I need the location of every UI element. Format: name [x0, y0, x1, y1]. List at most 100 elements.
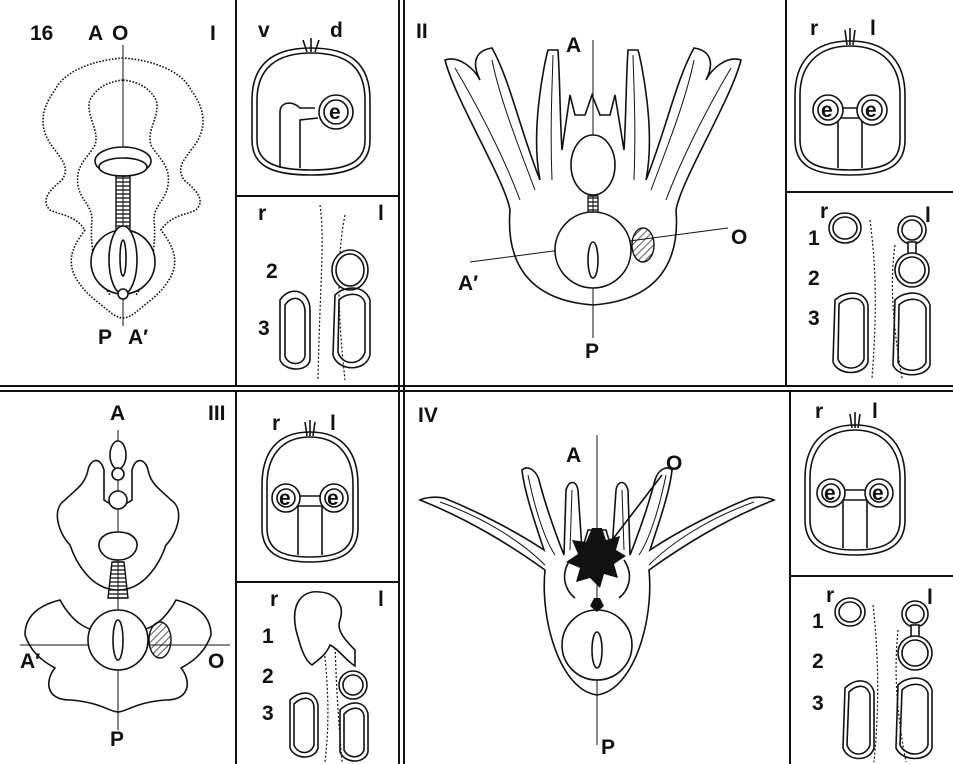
inset-IV-top-label-l: l [872, 400, 878, 423]
inset-IV-bot-cell-r3-in [847, 686, 870, 754]
inset-I-bot-cell-small [332, 250, 368, 290]
inset-IV-top-groove [843, 490, 867, 548]
inset-II-top-label-e-left: e [821, 99, 833, 122]
panel-III-inset-top: r l e e [262, 412, 358, 562]
inset-III-top-groove [298, 496, 322, 555]
inset-IV-bot-num-1: 1 [812, 610, 824, 633]
inset-II-bot-num-3: 3 [808, 307, 820, 330]
panel-III-hatched-organ [149, 622, 171, 658]
panel-II-label-P: P [585, 340, 599, 363]
inset-III-bot-dots-left [323, 640, 328, 762]
inset-IV-bot-num-2: 2 [812, 650, 824, 673]
panel-I-main: 16 I A O P A′ [30, 22, 216, 349]
inset-III-bot-cell-fused [295, 592, 355, 666]
panel-I-label-A: A [88, 22, 103, 45]
inset-I-bot-dots-left [318, 205, 322, 380]
inset-IV-bot-cell-l3-in [900, 684, 928, 754]
panel-I-inset-bottom: r l 2 3 [258, 202, 384, 380]
inset-IV-bot-label-r: r [826, 584, 834, 607]
inset-II-bot-label-r: r [820, 200, 828, 223]
panel-IV-body-sphere [562, 610, 632, 680]
inset-III-top-label-e-right: e [327, 487, 339, 510]
panel-IV-label-A: A [566, 444, 581, 467]
panel-II-label-A: A [566, 34, 581, 57]
panel-I-vesicle [109, 226, 137, 294]
inset-IV-top-label-e-right: e [872, 482, 884, 505]
inset-I-top-groove [280, 103, 318, 168]
panel-IV-inset-bottom: r l 1 2 3 [812, 584, 933, 762]
panel-III-bead-1 [110, 441, 126, 469]
inset-III-bot-label-r: r [270, 588, 278, 611]
panel-I-pore [118, 289, 128, 299]
panel-IV-dark-mass [566, 528, 626, 588]
inset-IV-bot-label-l: l [927, 586, 933, 609]
inset-I-bot-num-3: 3 [258, 317, 270, 340]
inset-II-bot-cell-r3-in [838, 298, 864, 368]
panel-IV-label-O: O [666, 452, 682, 475]
inset-II-top-label-r: r [810, 17, 818, 40]
panel-II-hatched-organ [632, 228, 654, 262]
inset-I-top-label-v: v [258, 19, 270, 42]
inset-II-bot-label-l: l [925, 204, 931, 227]
inset-I-bot-cell-left-in [285, 298, 305, 363]
panel-II-roman: II [416, 20, 428, 43]
panel-II-label-A-prime: A′ [458, 272, 478, 295]
panel-II-body-sphere [555, 212, 631, 288]
inset-I-bot-label-l: l [378, 202, 384, 225]
panel-II-main: II A O P A′ [416, 20, 747, 363]
inset-I-bot-num-2: 2 [266, 260, 278, 283]
panel-III-bead-2 [112, 468, 124, 480]
inset-III-bot-cell-l3-in [344, 708, 364, 757]
inset-III-top-label-r: r [272, 412, 280, 435]
inset-II-top-label-e-right: e [865, 99, 877, 122]
inset-III-bot-label-l: l [378, 588, 384, 611]
inset-IV-bot-num-3: 3 [812, 692, 824, 715]
panel-IV-main: IV A O P [418, 404, 774, 759]
panel-III-label-A: A [110, 402, 125, 425]
panel-IV-roman: IV [418, 404, 438, 427]
inset-I-top-tuft [303, 38, 319, 52]
inset-I-top-label-e: e [329, 101, 341, 124]
panel-III-inset-bottom: r l 1 2 3 [262, 588, 384, 762]
inset-IV-top-label-e-left: e [824, 482, 836, 505]
inset-II-bot-cell-l3-in [898, 299, 926, 370]
inset-III-top-label-e-left: e [279, 487, 291, 510]
panel-III-label-A-prime: A′ [20, 650, 40, 673]
panel-I-label-O: O [112, 22, 128, 45]
panel-III-bead-3 [109, 491, 127, 509]
inset-II-bot-cell-l2 [895, 253, 929, 287]
inset-II-bot-num-2: 2 [808, 267, 820, 290]
inset-II-bot-num-1: 1 [808, 227, 820, 250]
panel-III-body-sphere [88, 610, 148, 670]
panel-I-inset-top: v d e [252, 19, 370, 175]
panel-I-label-A-prime: A′ [128, 326, 148, 349]
panel-II-inset-bottom: r l 1 2 3 [808, 200, 931, 378]
panel-III-main: III A O P A′ [20, 402, 230, 751]
panel-I-label-P: P [98, 326, 112, 349]
inset-II-top-label-l: l [870, 17, 876, 40]
panel-II-inset-top: r l e e [795, 17, 905, 175]
inset-III-top-tuft [305, 420, 315, 436]
panel-III-label-P: P [110, 728, 124, 751]
inset-III-bot-num-1: 1 [262, 625, 274, 648]
inset-I-bot-label-r: r [258, 202, 266, 225]
inset-I-top-label-d: d [330, 19, 343, 42]
inset-III-bot-num-2: 2 [262, 665, 274, 688]
panel-II-label-O: O [731, 226, 747, 249]
panel-IV-label-P: P [601, 736, 615, 759]
inset-III-top-label-l: l [330, 412, 336, 435]
inset-II-bot-dots-left [870, 220, 875, 378]
figure-number: 16 [30, 22, 53, 45]
panel-III-label-O: O [208, 650, 224, 673]
panel-IV-inset-top: r l e e [805, 400, 905, 555]
panel-III-head [99, 532, 137, 560]
inset-III-bot-cell-r3-in [294, 698, 314, 752]
inset-II-top-tuft [845, 28, 855, 45]
panel-III-roman: III [208, 402, 226, 425]
inset-IV-bot-cell-l2 [898, 636, 932, 670]
inset-IV-top-tuft [850, 412, 860, 428]
inset-II-bot-cell-link [908, 242, 916, 254]
panel-II-head [571, 135, 615, 195]
inset-III-bot-num-3: 3 [262, 702, 274, 725]
